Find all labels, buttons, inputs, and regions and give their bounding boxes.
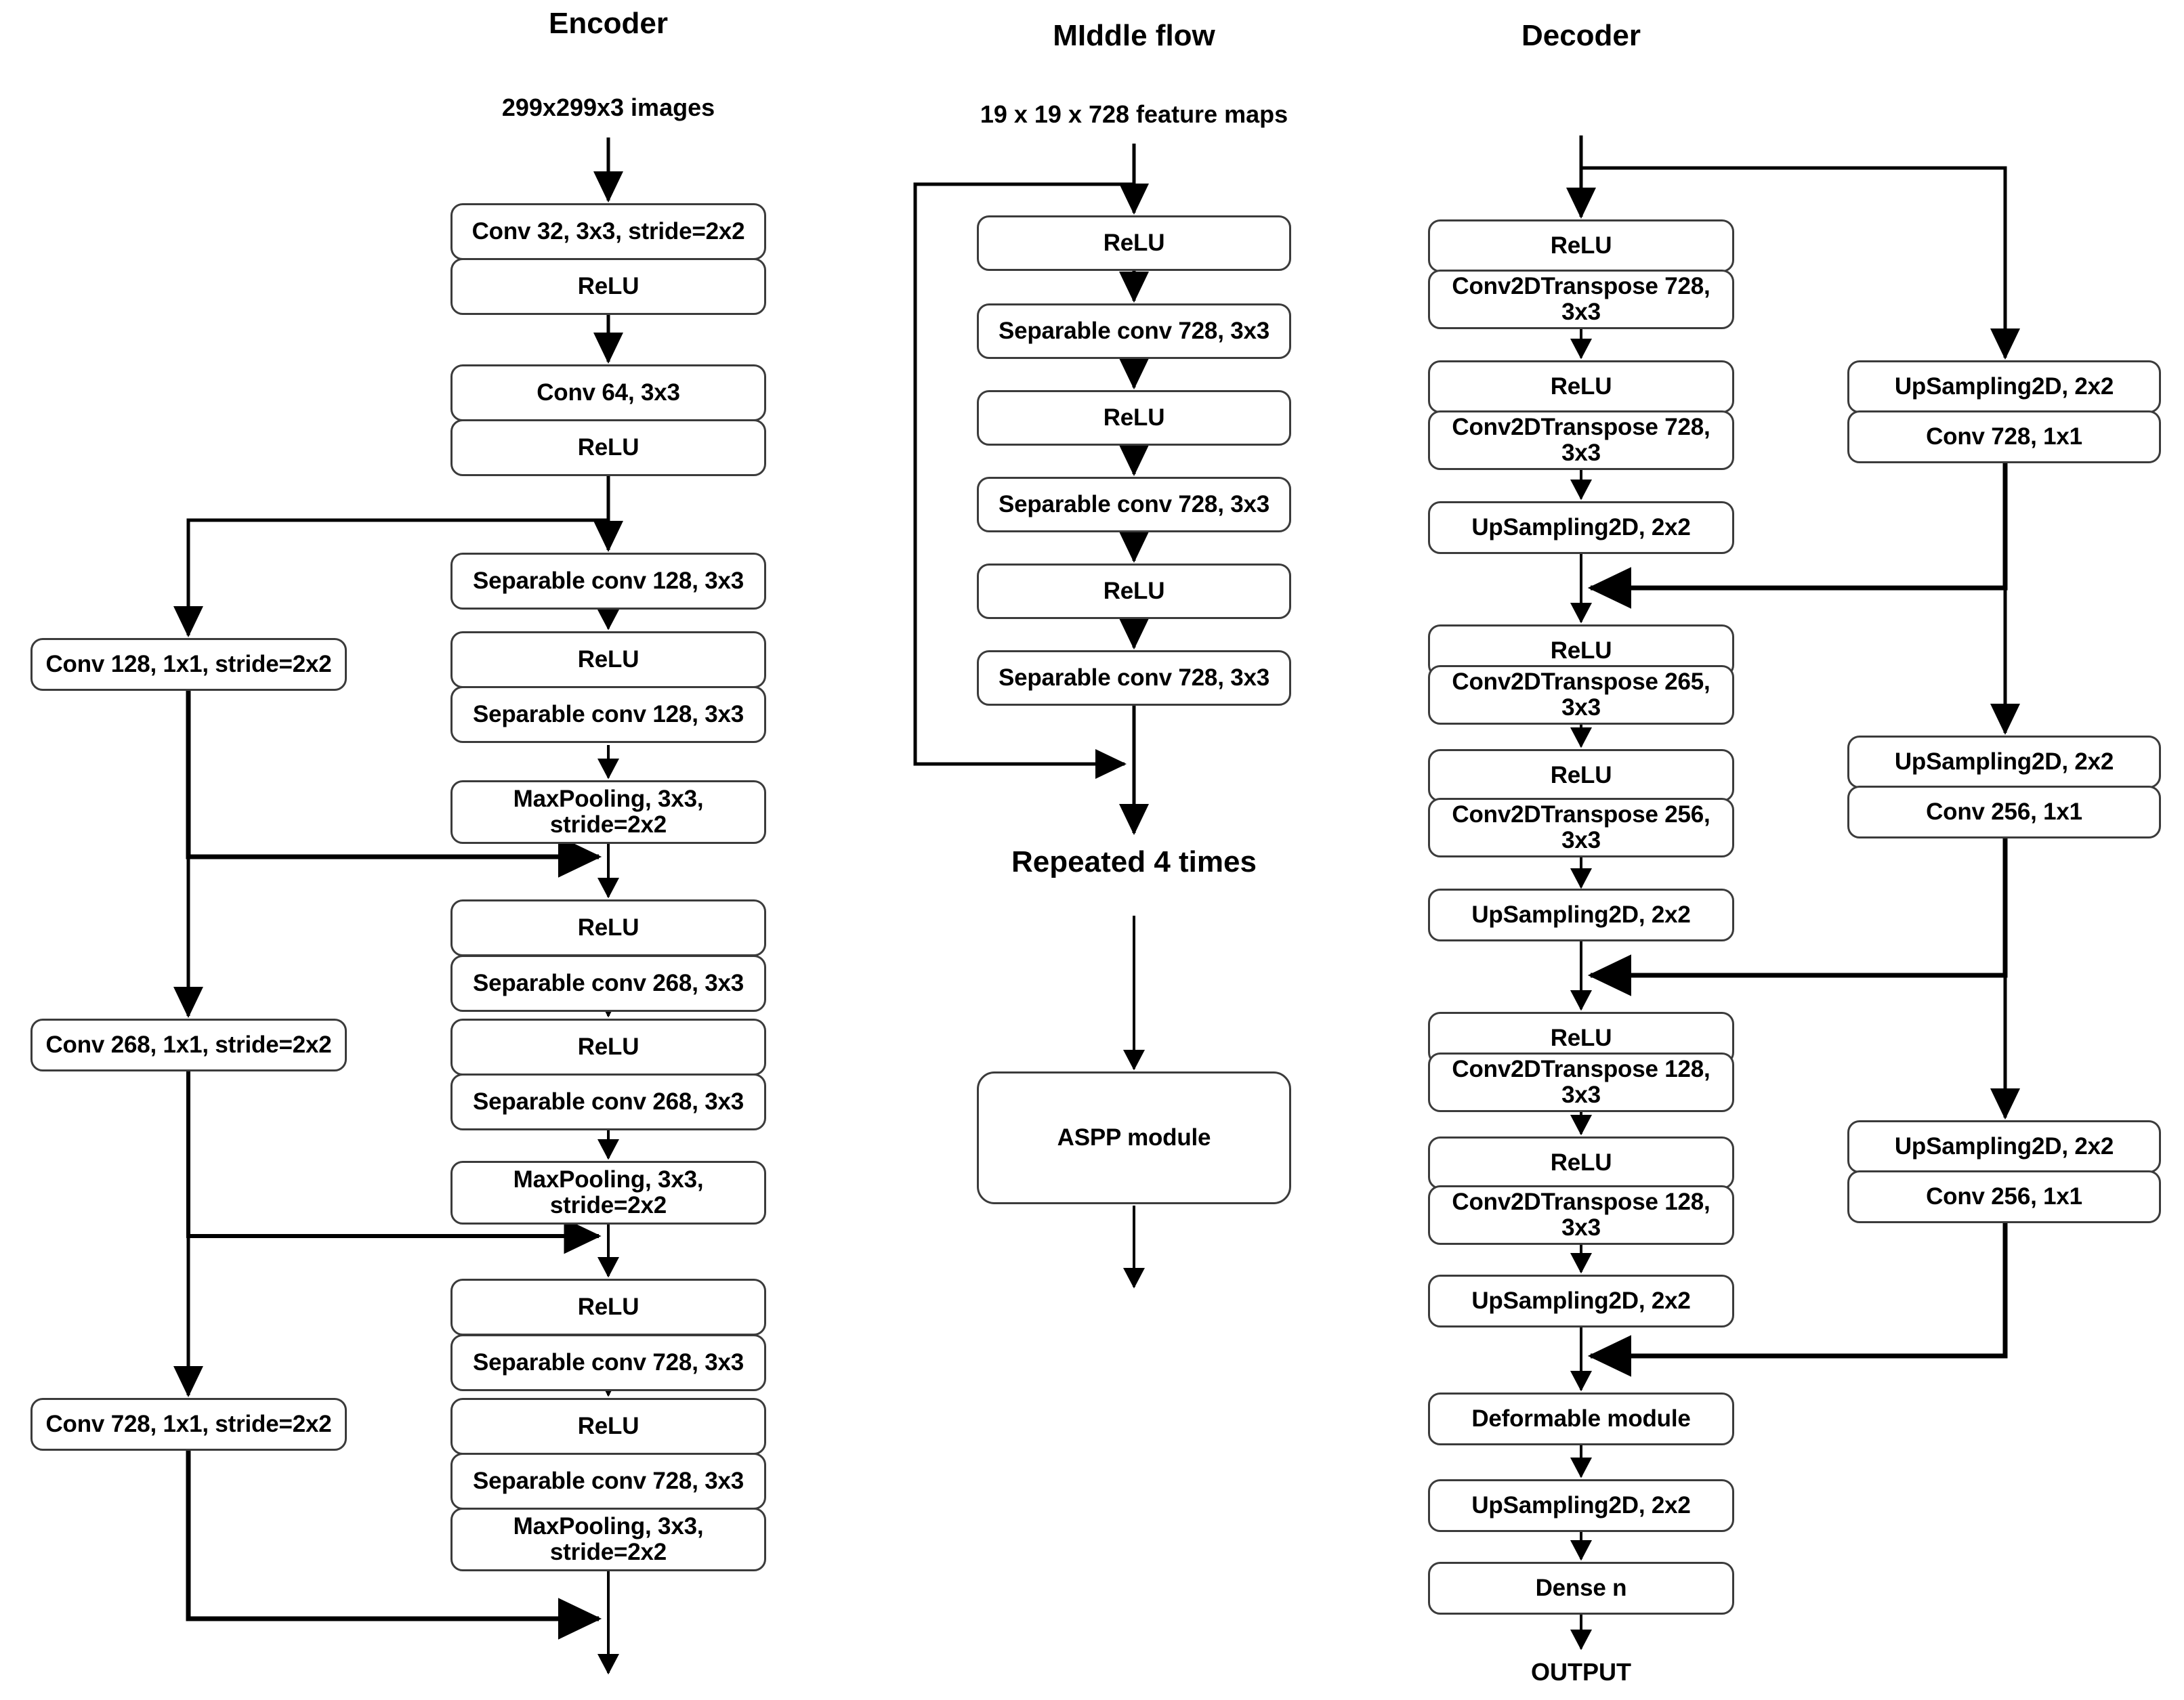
encoder-block-maxpool-1[interactable]: MaxPooling, 3x3, stride=2x2 xyxy=(450,780,766,844)
decoder-column-title: Decoder xyxy=(1521,19,1641,52)
middle-block-aspp-module[interactable]: ASPP module xyxy=(977,1071,1291,1204)
decoder-block-upsample-4[interactable]: UpSampling2D, 2x2 xyxy=(1428,1479,1734,1532)
decoder-block-convtrans728-2[interactable]: Conv2DTranspose 728, 3x3 xyxy=(1428,410,1734,470)
encoder-block-maxpool-3[interactable]: MaxPooling, 3x3, stride=2x2 xyxy=(450,1508,766,1571)
decoder-block-convtrans128-2[interactable]: Conv2DTranspose 128, 3x3 xyxy=(1428,1185,1734,1245)
decoder-skip-conv728[interactable]: Conv 728, 1x1 xyxy=(1847,410,2161,463)
feature-maps-label: 19 x 19 x 728 feature maps xyxy=(980,100,1288,128)
decoder-skip-upsample-2[interactable]: UpSampling2D, 2x2 xyxy=(1847,736,2161,788)
encoder-block-sepconv268-1[interactable]: Separable conv 268, 3x3 xyxy=(450,955,766,1012)
encoder-block-relu-3[interactable]: ReLU xyxy=(450,631,766,688)
middle-flow-column-title: MIddle flow xyxy=(1053,19,1215,52)
repeated-times-label: Repeated 4 times xyxy=(1011,845,1257,878)
encoder-block-relu-2[interactable]: ReLU xyxy=(450,419,766,476)
encoder-block-relu-5[interactable]: ReLU xyxy=(450,1019,766,1076)
middle-block-relu-3[interactable]: ReLU xyxy=(977,564,1291,619)
decoder-skip-conv256-1[interactable]: Conv 256, 1x1 xyxy=(1847,786,2161,838)
decoder-block-convtrans728-1[interactable]: Conv2DTranspose 728, 3x3 xyxy=(1428,270,1734,329)
encoder-block-conv64[interactable]: Conv 64, 3x3 xyxy=(450,364,766,421)
middle-block-sepconv-2[interactable]: Separable conv 728, 3x3 xyxy=(977,477,1291,532)
encoder-block-sepconv128-1[interactable]: Separable conv 128, 3x3 xyxy=(450,553,766,610)
output-label: OUTPUT xyxy=(1531,1658,1631,1686)
encoder-block-sepconv728-2[interactable]: Separable conv 728, 3x3 xyxy=(450,1453,766,1510)
input-images-label: 299x299x3 images xyxy=(501,93,715,121)
middle-block-relu-2[interactable]: ReLU xyxy=(977,390,1291,446)
encoder-skip-conv728[interactable]: Conv 728, 1x1, stride=2x2 xyxy=(30,1398,347,1451)
encoder-block-sepconv268-2[interactable]: Separable conv 268, 3x3 xyxy=(450,1074,766,1130)
encoder-block-relu-7[interactable]: ReLU xyxy=(450,1398,766,1455)
decoder-block-upsample-3[interactable]: UpSampling2D, 2x2 xyxy=(1428,1275,1734,1327)
middle-block-sepconv-3[interactable]: Separable conv 728, 3x3 xyxy=(977,650,1291,706)
encoder-column-title: Encoder xyxy=(548,7,669,40)
decoder-block-relu-4[interactable]: ReLU xyxy=(1428,749,1734,802)
decoder-block-deformable-module[interactable]: Deformable module xyxy=(1428,1393,1734,1445)
encoder-block-relu-6[interactable]: ReLU xyxy=(450,1279,766,1336)
decoder-block-upsample-1[interactable]: UpSampling2D, 2x2 xyxy=(1428,501,1734,554)
encoder-block-maxpool-2[interactable]: MaxPooling, 3x3, stride=2x2 xyxy=(450,1161,766,1225)
decoder-block-relu-6[interactable]: ReLU xyxy=(1428,1136,1734,1189)
middle-block-relu-1[interactable]: ReLU xyxy=(977,215,1291,271)
decoder-block-upsample-2[interactable]: UpSampling2D, 2x2 xyxy=(1428,889,1734,941)
encoder-skip-conv128[interactable]: Conv 128, 1x1, stride=2x2 xyxy=(30,638,347,691)
encoder-block-conv32[interactable]: Conv 32, 3x3, stride=2x2 xyxy=(450,203,766,260)
decoder-block-convtrans265[interactable]: Conv2DTranspose 265, 3x3 xyxy=(1428,665,1734,725)
decoder-block-convtrans256[interactable]: Conv2DTranspose 256, 3x3 xyxy=(1428,798,1734,857)
decoder-skip-conv256-2[interactable]: Conv 256, 1x1 xyxy=(1847,1170,2161,1223)
decoder-block-relu-1[interactable]: ReLU xyxy=(1428,219,1734,272)
encoder-block-sepconv728-1[interactable]: Separable conv 728, 3x3 xyxy=(450,1334,766,1391)
decoder-skip-upsample-1[interactable]: UpSampling2D, 2x2 xyxy=(1847,360,2161,413)
decoder-skip-upsample-3[interactable]: UpSampling2D, 2x2 xyxy=(1847,1120,2161,1173)
encoder-block-relu-1[interactable]: ReLU xyxy=(450,258,766,315)
encoder-skip-conv268[interactable]: Conv 268, 1x1, stride=2x2 xyxy=(30,1019,347,1071)
middle-block-sepconv-1[interactable]: Separable conv 728, 3x3 xyxy=(977,303,1291,359)
encoder-block-sepconv128-2[interactable]: Separable conv 128, 3x3 xyxy=(450,686,766,743)
decoder-block-relu-2[interactable]: ReLU xyxy=(1428,360,1734,413)
decoder-block-convtrans128-1[interactable]: Conv2DTranspose 128, 3x3 xyxy=(1428,1053,1734,1112)
encoder-block-relu-4[interactable]: ReLU xyxy=(450,899,766,956)
decoder-block-dense-n[interactable]: Dense n xyxy=(1428,1562,1734,1615)
